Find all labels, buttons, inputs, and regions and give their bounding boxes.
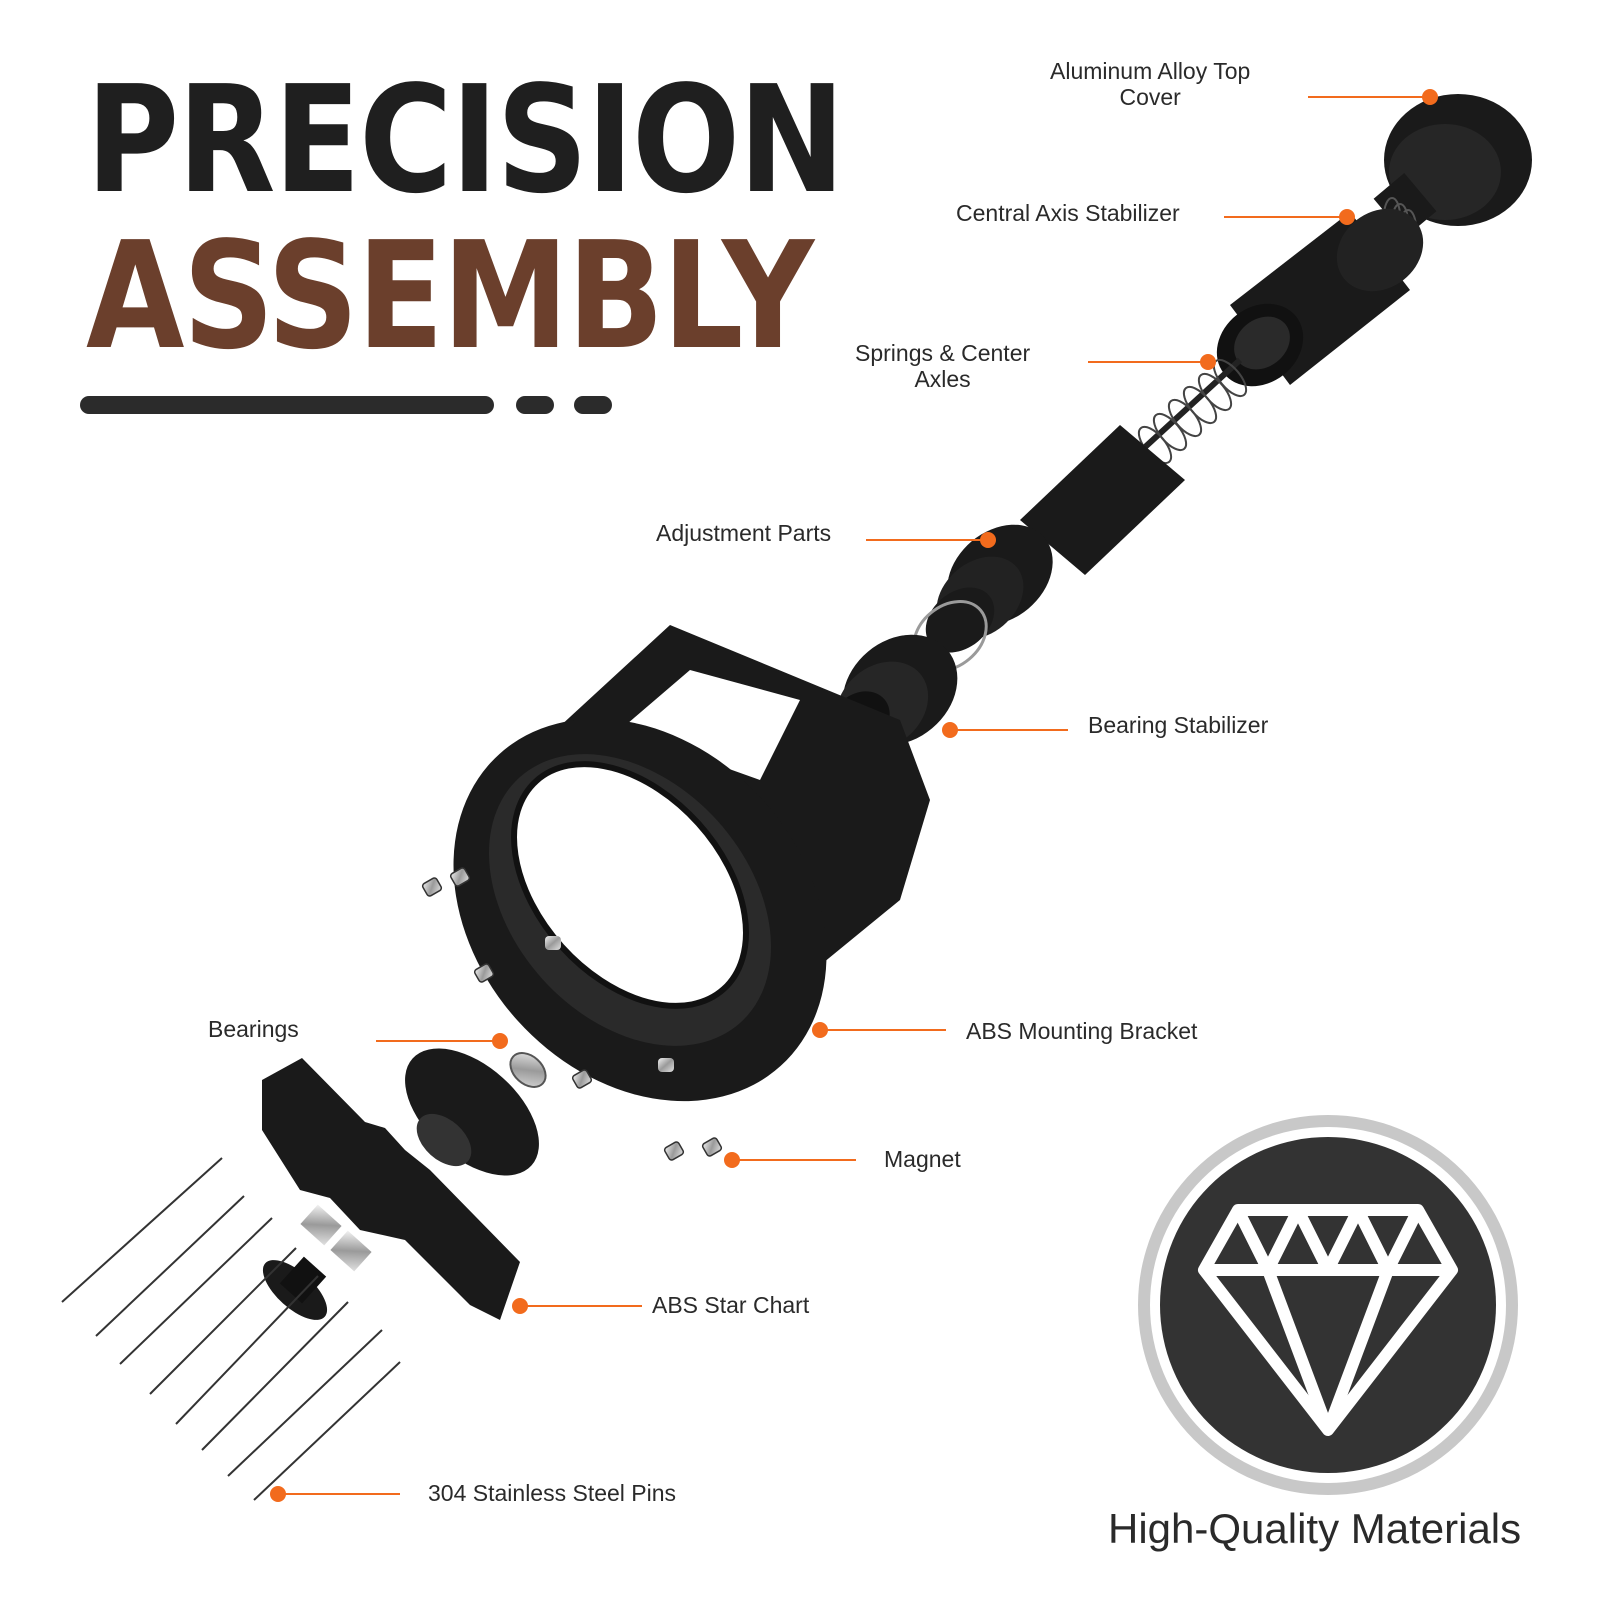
decorative-dash <box>516 396 554 414</box>
stainless-pin-parts <box>61 1157 401 1501</box>
label-adjustment: Adjustment Parts <box>656 520 832 546</box>
label-springs-line1: Springs & Center <box>855 340 1031 366</box>
badge-label: High-Quality Materials <box>1108 1505 1522 1552</box>
label-springs-line2: Axles <box>914 366 971 392</box>
adjustment-part <box>912 425 1185 672</box>
label-magnet: Magnet <box>884 1146 961 1172</box>
label-star-chart: ABS Star Chart <box>652 1292 810 1318</box>
label-mounting-bracket: ABS Mounting Bracket <box>966 1018 1198 1044</box>
star-chart-part <box>262 1058 520 1320</box>
label-top-cover: Aluminum Alloy Top Cover <box>1050 58 1250 110</box>
decorative-dash <box>574 396 612 414</box>
top-cover-part <box>1373 94 1532 238</box>
headline-assembly: ASSEMBLY <box>86 210 814 382</box>
mounting-bracket-part <box>453 625 930 1102</box>
label-pins: 304 Stainless Steel Pins <box>428 1480 677 1506</box>
label-axis-stabilizer: Central Axis Stabilizer <box>956 200 1180 226</box>
label-springs: Springs & Center Axles <box>855 340 1030 392</box>
label-bearings: Bearings <box>208 1016 299 1042</box>
label-top-cover-line1: Aluminum Alloy Top <box>1050 58 1251 84</box>
magnet-parts <box>421 867 723 1161</box>
label-top-cover-line2: Cover <box>1119 84 1181 110</box>
diamond-icon <box>1198 1204 1458 1436</box>
callout-leaders <box>278 96 1428 1495</box>
bearing-parts <box>300 1048 547 1272</box>
decorative-bar <box>80 396 494 414</box>
label-bearing-stabilizer: Bearing Stabilizer <box>1088 712 1269 738</box>
axis-stabilizer-part <box>1216 208 1424 387</box>
headline-precision: PRECISION <box>86 54 845 226</box>
callout-dots <box>270 89 1438 1502</box>
quality-badge <box>1138 1115 1518 1495</box>
